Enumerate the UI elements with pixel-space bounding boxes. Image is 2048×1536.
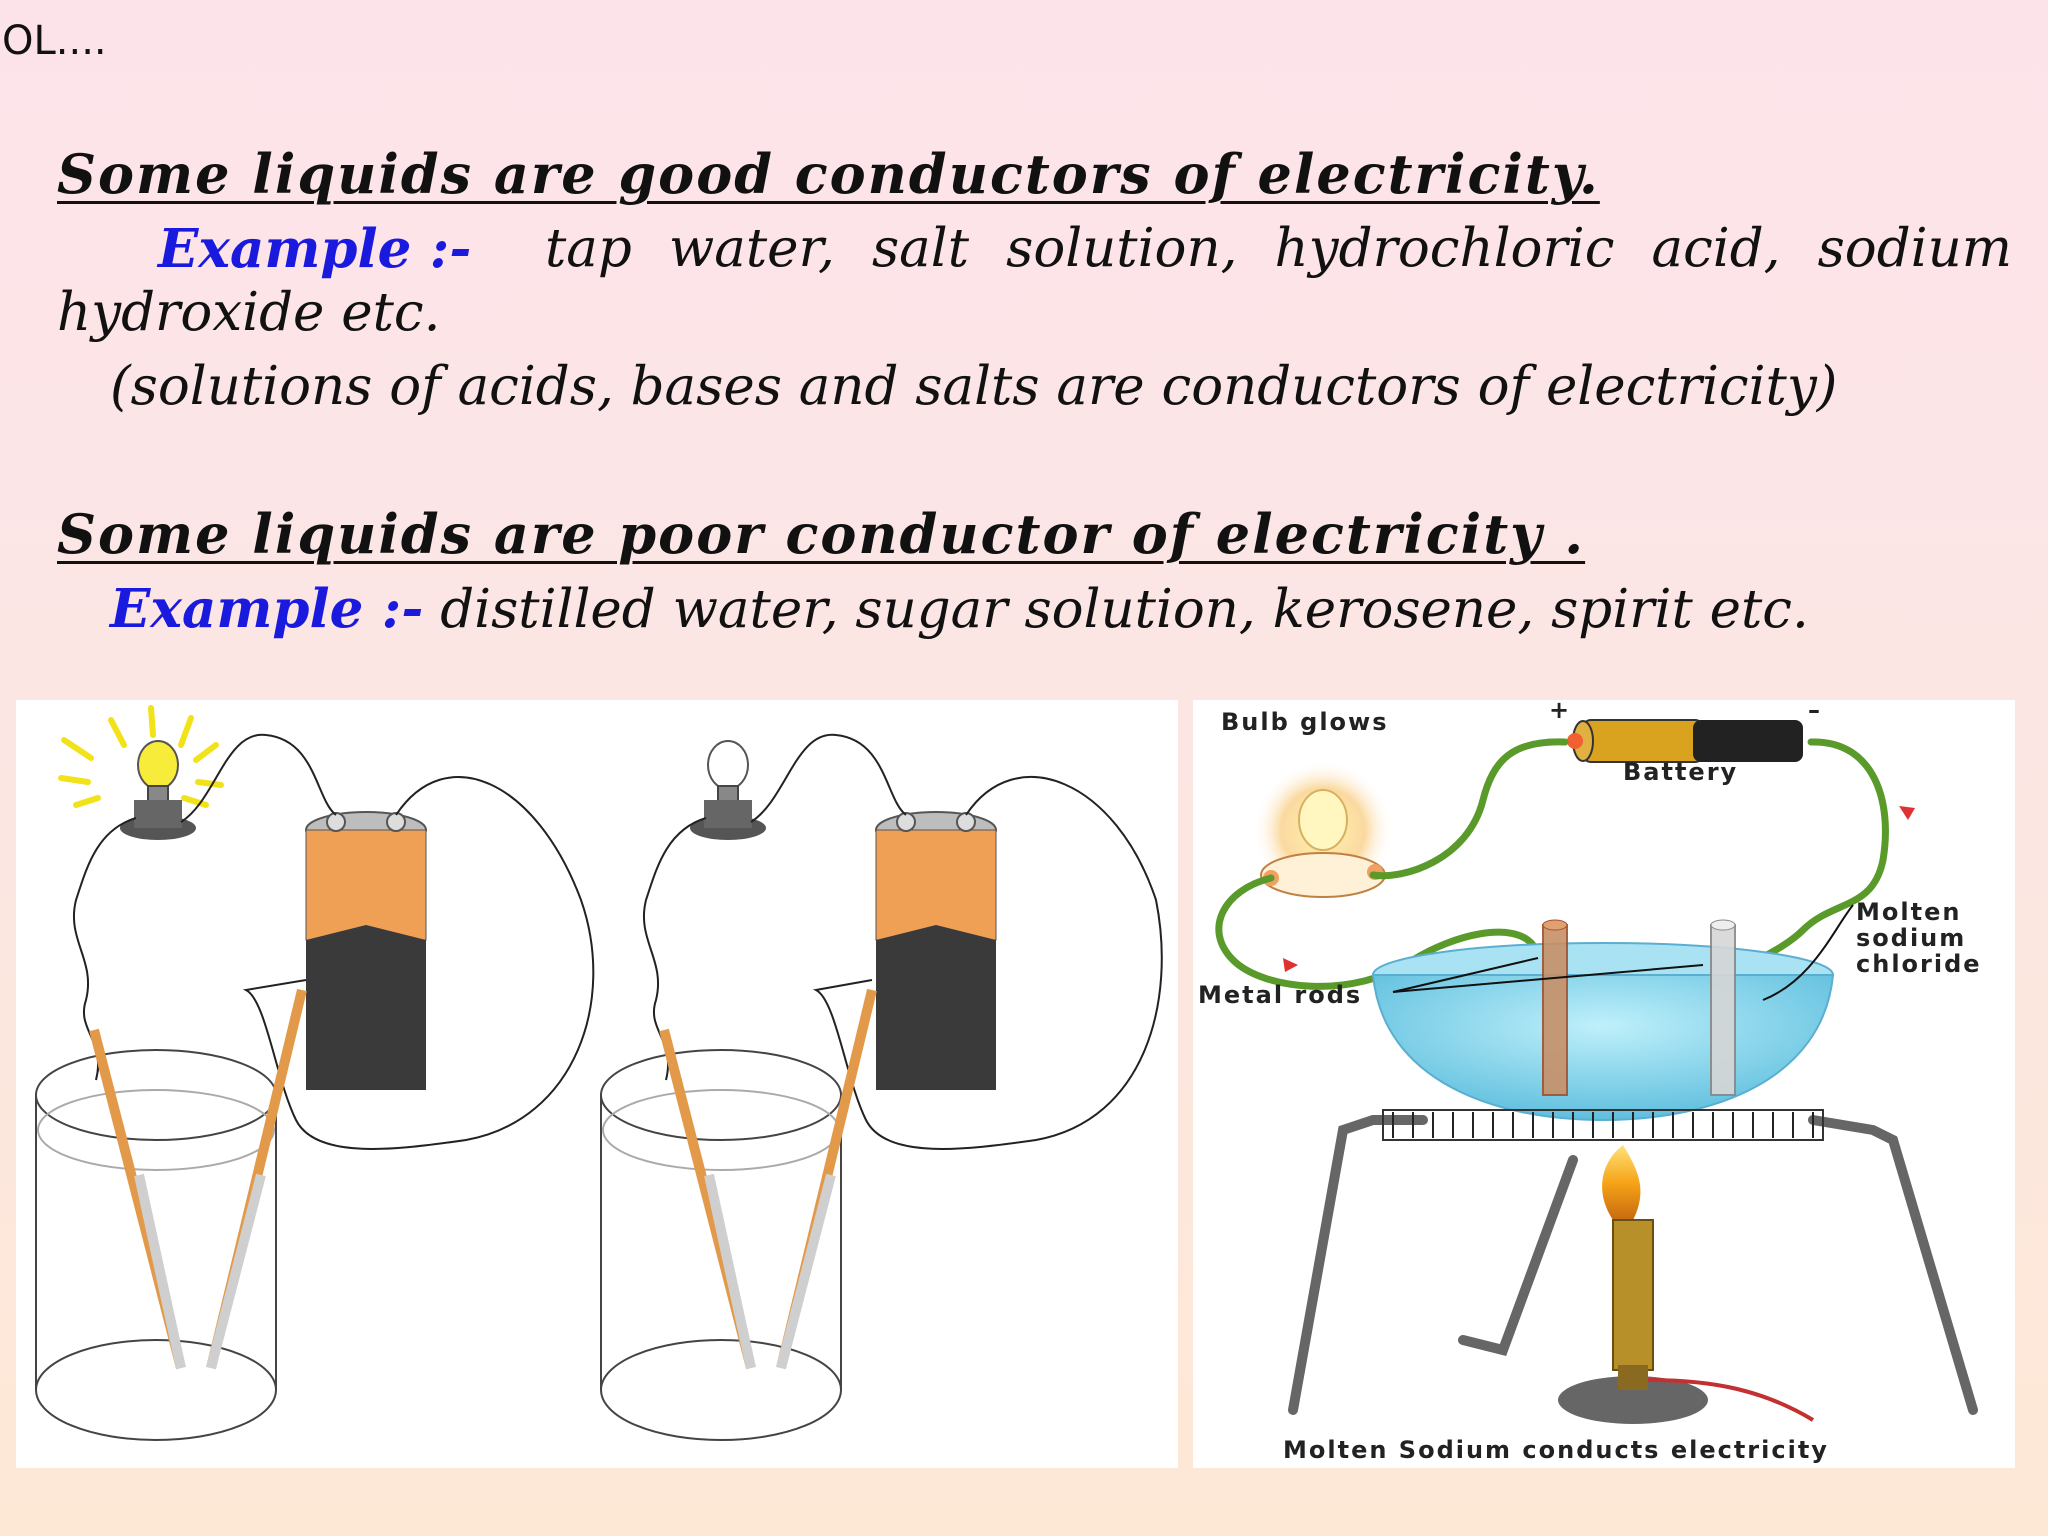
molten-sodium-figure: + – Battery Bulb glows [1193, 696, 2015, 1468]
bunsen-burner [1558, 1145, 1815, 1424]
circuit-wire [1215, 738, 1889, 990]
heading-poor-conductors: Some liquids are poor conductor of elect… [57, 502, 1586, 566]
tripod-stand [1288, 1115, 1978, 1415]
example-text-good-line2: hydroxide etc. [57, 282, 441, 343]
figure-caption: Molten Sodium conducts electricity [1283, 1436, 1829, 1464]
unlit-bulb-icon [690, 740, 766, 840]
metal-rods [1542, 919, 1736, 1096]
molten-label-line2: sodium [1856, 924, 1966, 952]
beaker-circuits-figure [16, 700, 1178, 1468]
battery-label: Battery [1623, 758, 1738, 786]
minus-sign: – [1808, 700, 1822, 724]
rods-label: Metal rods [1198, 981, 1362, 1009]
conductors-note: (solutions of acids, bases and salts are… [110, 356, 1838, 417]
example-text-good-line1: tap water, salt solution, hydrochloric a… [545, 218, 2012, 279]
example-text-poor: distilled water, sugar solution, kerosen… [440, 579, 1809, 640]
example-label-text: Example :- [158, 218, 472, 280]
heading-good-conductors: Some liquids are good conductors of elec… [57, 142, 1600, 206]
corner-text: OL.... [2, 18, 107, 64]
example-label-good: Example :- [158, 218, 471, 280]
plus-sign: + [1549, 700, 1571, 724]
molten-label-line3: chloride [1856, 950, 1982, 978]
battery-icon [305, 811, 427, 1090]
example-line-poor: Example :- distilled water, sugar soluti… [110, 578, 1809, 640]
molten-bowl [1371, 942, 1835, 1122]
battery-icon [1567, 719, 1803, 763]
bulb-label: Bulb glows [1221, 708, 1389, 736]
example-label-poor: Example :- [110, 578, 424, 640]
molten-label-line1: Molten [1856, 898, 1961, 926]
battery-icon [875, 811, 997, 1090]
glowing-bulb-icon [58, 705, 224, 840]
